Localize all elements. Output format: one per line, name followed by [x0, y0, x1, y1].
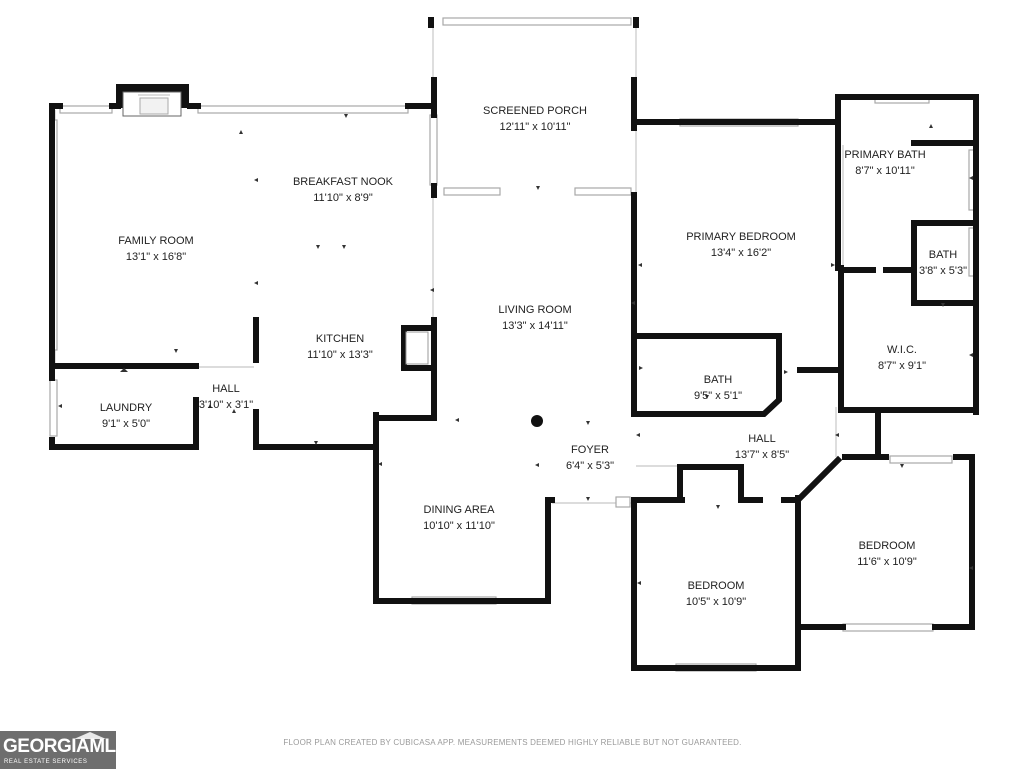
logo-brand: GEORGIAMLS: [3, 736, 128, 757]
hall-small-dim: 3'10" x 3'1": [199, 399, 253, 411]
primary-bedroom-name: PRIMARY BEDROOM: [686, 231, 796, 243]
window-porch-bottom-right: [574, 187, 632, 196]
laundry-dim: 9'1" x 5'0": [102, 418, 150, 430]
logo-tagline: REAL ESTATE SERVICES: [4, 759, 88, 765]
bath-hall-name: BATH: [704, 374, 733, 386]
entry-mark: [531, 415, 543, 427]
floor-plan-disclaimer: FLOOR PLAN CREATED BY CUBICASA APP. MEAS…: [283, 738, 742, 747]
hall-small-name: HALL: [212, 383, 240, 395]
room-labels: SCREENED PORCH 12'11" x 10'11" BREAKFAST…: [100, 105, 967, 608]
foyer-name: FOYER: [571, 444, 609, 456]
family-room-name: FAMILY ROOM: [118, 235, 193, 247]
dining-area-dim: 10'10" x 11'10": [423, 520, 495, 532]
window-nook-top: [197, 105, 409, 114]
kitchen-dim: 11'10" x 13'3": [307, 349, 373, 361]
breakfast-nook-dim: 11'10" x 8'9": [313, 192, 373, 204]
bedroom-2-dim: 11'6" x 10'9": [857, 556, 917, 568]
window-nook-right: [429, 114, 438, 186]
wic-dim: 8'7" x 9'1": [878, 360, 926, 372]
foyer-dim: 6'4" x 5'3": [566, 460, 614, 472]
breakfast-nook-name: BREAKFAST NOOK: [293, 176, 394, 188]
living-room-dim: 13'3" x 14'11": [502, 320, 568, 332]
roof-icon: [74, 732, 106, 739]
kitchen-name: KITCHEN: [316, 333, 364, 345]
primary-bath-name: PRIMARY BATH: [844, 149, 925, 161]
bath-small-dim: 3'8" x 5'3": [919, 265, 967, 277]
window-porch-bottom-left: [443, 187, 501, 196]
pantry-box: [405, 331, 429, 365]
walls: [49, 17, 979, 671]
wic-name: W.I.C.: [887, 344, 917, 356]
bedroom-1-name: BEDROOM: [688, 580, 745, 592]
laundry-name: LAUNDRY: [100, 402, 153, 414]
georgia-mls-logo: GEORGIAMLS REAL ESTATE SERVICES: [0, 731, 128, 769]
window-laundry-left: [49, 379, 58, 437]
vent-markers: [58, 114, 973, 585]
hall-main-name: HALL: [748, 433, 776, 445]
hall-main-dim: 13'7" x 8'5": [735, 449, 789, 461]
window-porch-top: [442, 17, 632, 26]
bath-hall-dim: 9'5" x 5'1": [694, 390, 742, 402]
living-room-name: LIVING ROOM: [498, 304, 571, 316]
dining-area-name: DINING AREA: [424, 504, 496, 516]
screened-porch-name: SCREENED PORCH: [483, 105, 587, 117]
bath-small-name: BATH: [929, 249, 958, 261]
screened-porch-dim: 12'11" x 10'11": [500, 121, 571, 133]
window-foyer-door: [615, 496, 631, 508]
bedroom-2-name: BEDROOM: [859, 540, 916, 552]
primary-bedroom-dim: 13'4" x 16'2": [711, 247, 771, 259]
window-bedroom2-bottom: [842, 623, 934, 632]
primary-bath-dim: 8'7" x 10'11": [855, 165, 915, 177]
family-room-dim: 13'1" x 16'8": [126, 251, 186, 263]
fireplace: [116, 84, 189, 117]
bedroom-1-dim: 10'5" x 10'9": [686, 596, 746, 608]
window-family-top: [59, 105, 113, 114]
window-bedroom2-top: [889, 455, 953, 464]
